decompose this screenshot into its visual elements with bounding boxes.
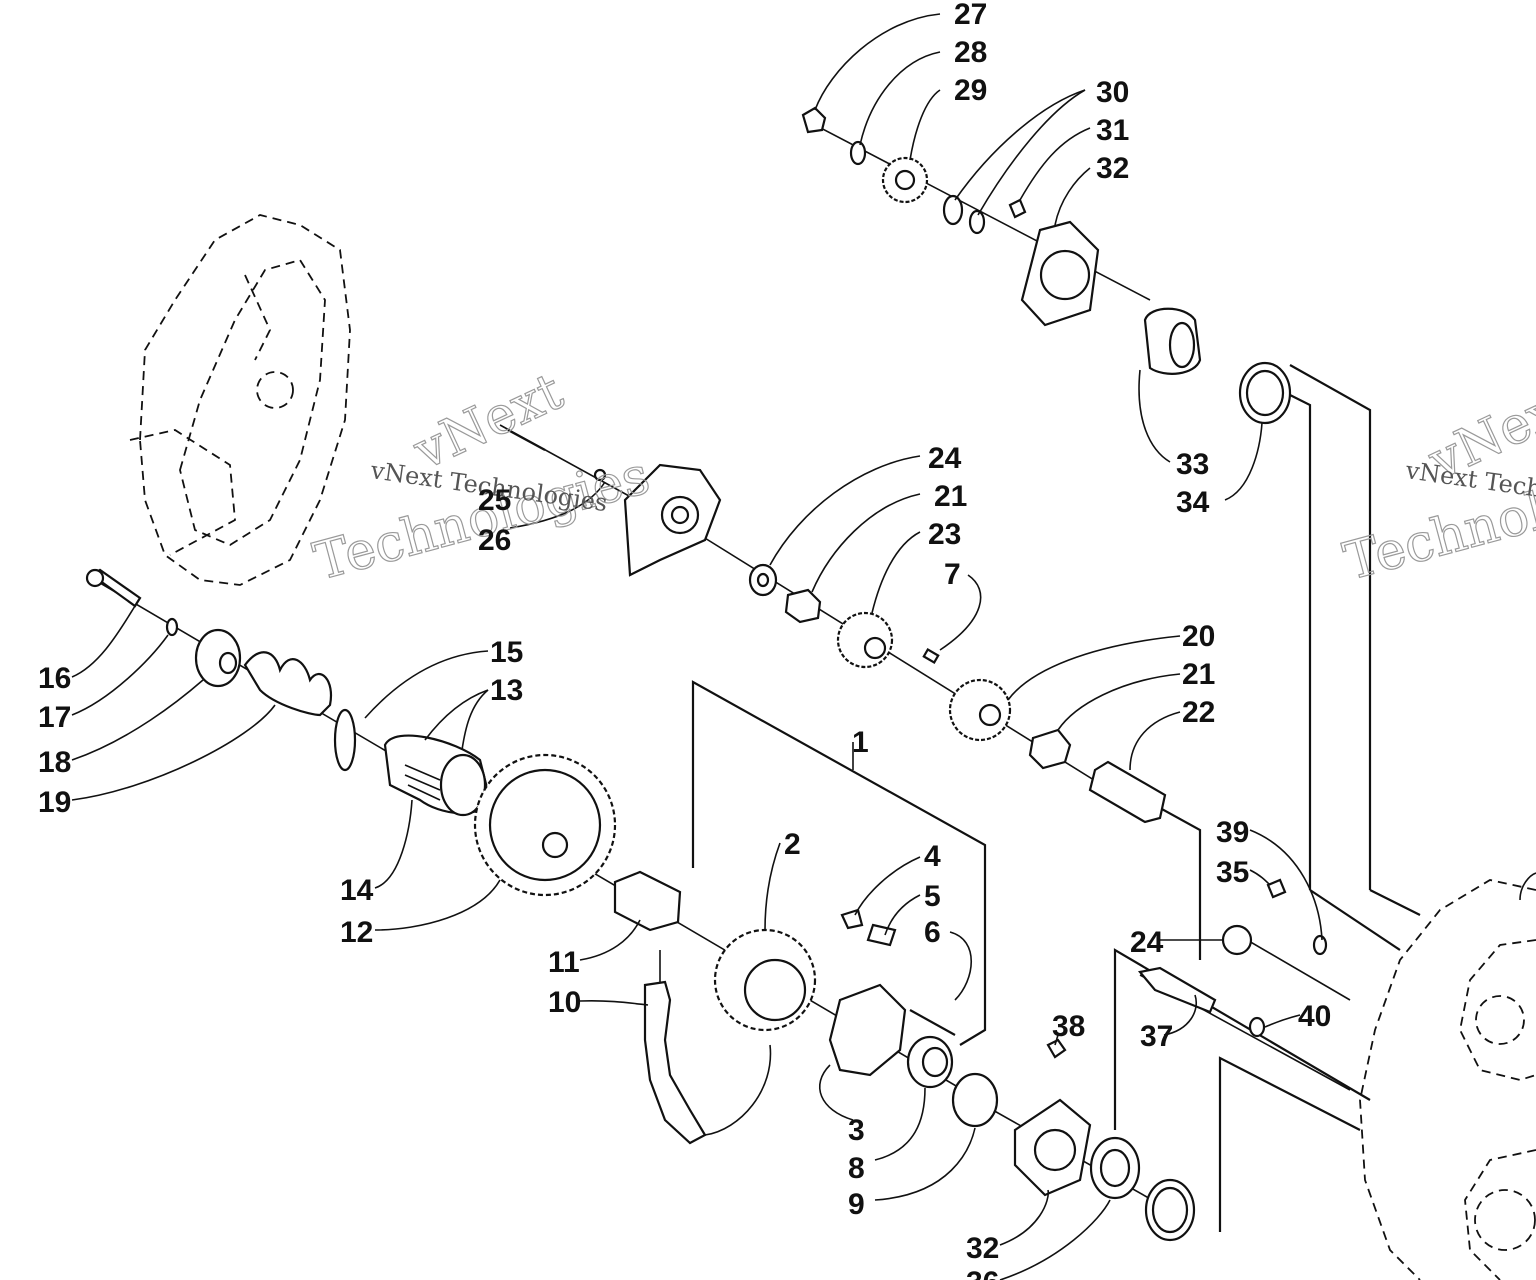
part-25-bolt [507, 429, 546, 451]
part-37-bolt [1137, 966, 1217, 1014]
part-27-nut [801, 106, 827, 134]
callout-5: 5 [924, 880, 941, 913]
callout-19: 19 [38, 786, 71, 819]
callout-21-b: 21 [1182, 658, 1215, 691]
callout-labels: 1 2 3 4 5 6 7 8 9 10 11 12 13 14 15 16 1… [38, 0, 1331, 1280]
callout-21-a: 21 [934, 480, 967, 513]
callout-40: 40 [1298, 1000, 1331, 1033]
part-10-chain [643, 980, 707, 1145]
callout-20: 20 [1182, 620, 1215, 653]
part-19-spring [243, 651, 333, 717]
callout-32-a: 32 [1096, 152, 1129, 185]
callout-31: 31 [1096, 114, 1129, 147]
part-30-washer [942, 194, 964, 226]
callout-10: 10 [548, 986, 581, 1019]
part-9-washer [951, 1072, 999, 1128]
part-40-washer [1248, 1016, 1266, 1038]
callout-34: 34 [1176, 486, 1210, 519]
part-35-nut [1266, 878, 1287, 899]
part-21-bushing-b [1028, 728, 1072, 770]
callout-38: 38 [1052, 1010, 1085, 1043]
lower-shaft-parts [85, 568, 1328, 1242]
part-11-driven-sprocket [613, 870, 682, 932]
assembly-bracket-lines [691, 364, 1421, 1232]
part-38-nut [1046, 1038, 1067, 1059]
callout-29: 29 [954, 74, 987, 107]
callout-16: 16 [38, 662, 71, 695]
part-26-nut [593, 468, 607, 482]
callout-33: 33 [1176, 448, 1209, 481]
callout-37: 37 [1140, 1020, 1173, 1053]
callout-3: 3 [848, 1114, 865, 1147]
callout-6: 6 [924, 916, 941, 949]
callout-7: 7 [944, 558, 961, 591]
callout-27: 27 [954, 0, 987, 31]
part-7-key [922, 648, 940, 664]
callout-32-b: 32 [966, 1232, 999, 1265]
part-24-washer-b [1221, 924, 1253, 956]
watermark: vNext Technologies vNext Technologies vN… [307, 361, 1536, 593]
upper-shaft-parts [801, 106, 1292, 425]
chaincase-cover-outline [129, 214, 351, 586]
callout-25: 25 [478, 484, 511, 517]
callout-39: 39 [1216, 816, 1249, 849]
gearcase-housing-outline [1359, 872, 1536, 1280]
callout-14: 14 [340, 874, 374, 907]
part-17-washer [165, 617, 179, 637]
part-15-snap-ring [333, 708, 357, 772]
callout-1: 1 [852, 726, 869, 759]
part-3-plate [828, 983, 907, 1077]
callout-2: 2 [784, 828, 801, 861]
part-22-pin [1088, 760, 1167, 824]
callout-8: 8 [848, 1152, 865, 1185]
callout-12: 12 [340, 916, 373, 949]
callout-35: 35 [1216, 856, 1249, 889]
leader-lines [71, 13, 1323, 1280]
part-39-washer [1312, 934, 1328, 956]
callout-4: 4 [924, 840, 941, 873]
callout-9: 9 [848, 1188, 865, 1221]
callout-15: 15 [490, 636, 523, 669]
callout-36: 36 [966, 1266, 999, 1280]
part-31-key [1008, 198, 1027, 219]
callout-22: 22 [1182, 696, 1215, 729]
callout-30: 30 [1096, 76, 1129, 109]
callout-26: 26 [478, 524, 511, 557]
middle-shaft-parts [507, 429, 1167, 824]
callout-28: 28 [954, 36, 987, 69]
callout-24-b: 24 [1130, 926, 1164, 959]
part-23-sprocket [836, 611, 894, 669]
callout-11: 11 [548, 946, 580, 979]
part-31-washer [968, 209, 986, 235]
part-20-sprocket [948, 678, 1012, 742]
callout-23: 23 [928, 518, 961, 551]
part-5-spring [866, 923, 897, 947]
callout-24-a: 24 [928, 442, 962, 475]
part-4-pin [840, 908, 864, 930]
part-28-washer [849, 140, 867, 166]
part-21-bushing [784, 588, 822, 624]
callout-13: 13 [490, 674, 523, 707]
callout-18: 18 [38, 746, 71, 779]
watermark-line2: Technologies [308, 446, 656, 593]
part-6-bolt [909, 1009, 956, 1036]
callout-17: 17 [38, 701, 71, 734]
